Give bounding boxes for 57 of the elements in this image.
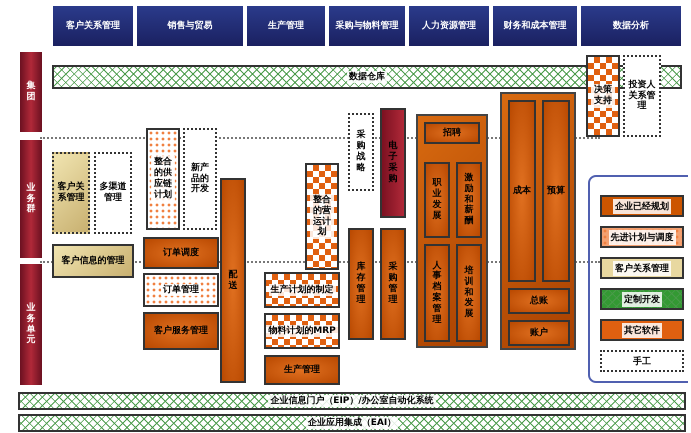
module-label: 决策支持 [591, 84, 615, 108]
module-label: 整合的供应链计划 [151, 156, 175, 202]
column-header: 财务和成本管理 [492, 5, 578, 47]
module-box: 人事档案管理 [424, 244, 450, 342]
module-group [500, 92, 576, 350]
module-box: 培训和发展 [456, 244, 482, 342]
module-box: 成本 [508, 100, 536, 282]
module-box: 客户关系管理 [52, 152, 90, 234]
module-box [264, 313, 340, 349]
row-label: 业务单元 [20, 264, 42, 385]
module-box [264, 272, 340, 308]
module-box: 订单调度 [143, 237, 219, 269]
column-header: 销售与贸易 [136, 5, 244, 47]
column-header: 人力资源管理 [408, 5, 490, 47]
module-box: 库存管理 [348, 228, 374, 340]
module-box: 职业发展 [424, 162, 450, 238]
legend-label: 其它软件 [622, 322, 662, 338]
legend-label: 先进计划与调度 [608, 230, 676, 244]
module-group [416, 114, 488, 348]
module-bar [18, 392, 686, 410]
legend-label: 客户关系管理 [613, 260, 671, 276]
module-box: 多渠道管理 [94, 152, 132, 234]
module-box: 采购管理 [380, 228, 406, 340]
module-box: 采购战略 [348, 113, 374, 191]
module-label: 物料计划的MRP [266, 324, 338, 338]
module-box: 激励和薪酬 [456, 162, 482, 238]
module-box: 电子采购 [380, 108, 406, 218]
module-box [305, 163, 339, 270]
legend-label: 企业已经规划 [613, 198, 671, 214]
module-box: 新产品的开发 [183, 128, 217, 230]
column-header: 数据分析 [580, 5, 682, 47]
module-label: 生产计划的制定 [268, 284, 336, 296]
module-label: 企业信息门户（EIP）/办公室自动化系统 [268, 394, 436, 408]
module-box: 配送 [220, 178, 246, 383]
column-header: 生产管理 [246, 5, 326, 47]
module-label: 订单管理 [161, 284, 201, 296]
module-box: 客户服务管理 [143, 312, 219, 350]
module-box: 账户 [508, 320, 570, 346]
row-label: 业务群 [20, 140, 42, 258]
module-box [586, 55, 620, 137]
module-box: 预算 [542, 100, 570, 282]
column-header: 采购与物料管理 [328, 5, 406, 47]
module-label: 数据仓库 [347, 70, 387, 84]
legend-label: 定制开发 [622, 292, 662, 306]
module-bar [18, 414, 686, 432]
module-label: 企业应用集成（EAI） [306, 416, 398, 430]
module-box: 总账 [508, 288, 570, 314]
legend-label: 手工 [631, 354, 653, 368]
module-box [146, 128, 180, 230]
column-header: 客户关系管理 [52, 5, 134, 47]
module-box: 生产管理 [264, 355, 340, 385]
row-label: 集团 [20, 52, 42, 132]
module-box: 客户信息的管理 [52, 244, 134, 278]
module-box [143, 273, 219, 307]
module-label: 整合的营运计划 [310, 194, 334, 240]
module-box: 招聘 [424, 122, 480, 144]
module-box: 投资人关系管理 [623, 55, 661, 137]
